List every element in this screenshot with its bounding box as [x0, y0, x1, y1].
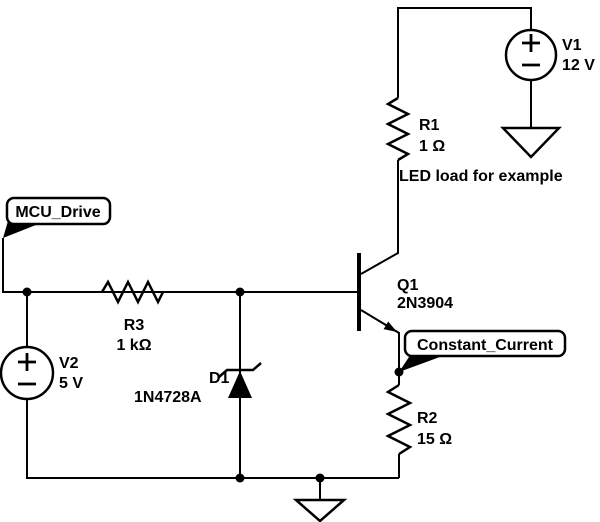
v2-value-label: 5 V [59, 375, 83, 392]
resistor-r1[interactable] [385, 96, 411, 162]
zener-cathode-bar-icon [218, 362, 262, 378]
r3-ref-label: R3 [124, 317, 145, 334]
junction-dot [235, 287, 245, 297]
flag-label: MCU_Drive [15, 204, 100, 221]
r2-ref-label: R2 [417, 410, 438, 427]
resistor-zigzag-icon [385, 96, 411, 162]
resistor-zigzag-icon [385, 383, 413, 456]
led-load-annotation: LED load for example [399, 168, 563, 185]
resistor-r3[interactable] [100, 279, 165, 305]
junction-dot [22, 287, 32, 297]
v1-circle-icon [504, 28, 558, 82]
net-flag-constant-current[interactable]: Constant_Current [399, 329, 567, 372]
flag-box [5, 196, 112, 226]
v1-ref-label: V1 [562, 37, 582, 54]
d1-ref-label: D1 [209, 370, 230, 387]
q1-ref-label: Q1 [397, 277, 418, 294]
junction-dot [315, 473, 325, 483]
wire-base-net [2, 238, 358, 293]
wire-emitter [360, 309, 400, 385]
v2-ref-label: V2 [59, 355, 79, 372]
r1-ref-label: R1 [419, 117, 440, 134]
net-flag-mcu-drive[interactable]: MCU_Drive [3, 196, 112, 238]
ground-triangle-icon [500, 126, 562, 159]
plus-minus-icon [18, 353, 36, 386]
diode-triangle-icon [228, 371, 252, 398]
r1-value-label: 1 Ω [419, 138, 445, 155]
wire-collector [360, 160, 399, 275]
r2-value-label: 15 Ω [417, 431, 452, 448]
flag-box [403, 329, 567, 358]
resistor-zigzag-icon [100, 279, 165, 305]
q1-value-label: 2N3904 [397, 295, 453, 312]
v2-circle-icon [0, 345, 55, 401]
r3-value-label: 1 kΩ [116, 337, 151, 354]
ground-symbol-v1[interactable] [500, 126, 562, 159]
wires [2, 7, 532, 500]
v1-value-label: 12 V [562, 57, 595, 74]
plus-minus-icon [522, 34, 540, 67]
junction-dot [235, 473, 245, 483]
flag-pointer-icon [399, 354, 448, 372]
flag-label: Constant_Current [417, 337, 554, 354]
q1-emitter-arrow-icon [383, 321, 397, 332]
wire-bottom-rail [26, 399, 399, 479]
resistor-r2[interactable] [385, 383, 413, 456]
zener-diode-d1[interactable] [218, 362, 262, 398]
wire-top-rail [397, 7, 532, 98]
transistor-q1[interactable] [357, 253, 397, 332]
ground-triangle-icon [292, 498, 348, 522]
voltage-source-v2[interactable] [0, 345, 55, 401]
ground-symbol-bottom[interactable] [292, 498, 348, 522]
voltage-source-v1[interactable] [504, 28, 558, 82]
d1-value-label: 1N4728A [134, 389, 202, 406]
